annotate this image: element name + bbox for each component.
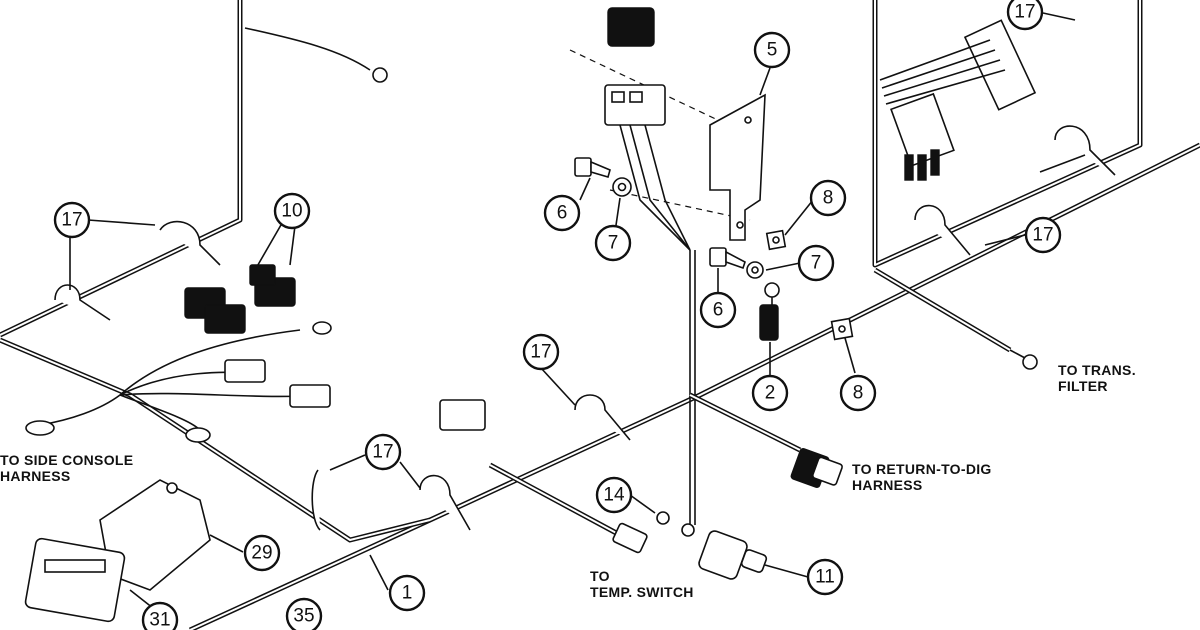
callout-31: 31 xyxy=(141,601,179,630)
side-console-connectors xyxy=(25,264,332,443)
label-trans-filter-line2: FILTER xyxy=(1058,378,1108,394)
callout-7b: 7 xyxy=(797,244,835,282)
callout-17e: 17 xyxy=(1006,0,1044,31)
svg-text:17: 17 xyxy=(1032,225,1053,246)
nut-7b xyxy=(746,261,764,279)
svg-text:31: 31 xyxy=(149,610,170,630)
relay-socket xyxy=(604,84,691,251)
callout-17d: 17 xyxy=(1024,216,1062,254)
label-side-console: TO SIDE CONSOLE HARNESS xyxy=(0,452,133,484)
switch-31 xyxy=(24,537,126,623)
svg-text:10: 10 xyxy=(281,201,302,222)
svg-text:6: 6 xyxy=(557,203,568,224)
bolt-6b xyxy=(709,247,746,270)
temp-switch-connector xyxy=(439,399,648,554)
label-side-console-line1: TO SIDE CONSOLE xyxy=(0,452,134,468)
svg-text:14: 14 xyxy=(603,485,625,506)
callout-17a: 17 xyxy=(53,201,91,239)
ring-terminal-14 xyxy=(656,511,695,537)
connector-block-right xyxy=(879,19,1037,181)
callout-10: 10 xyxy=(273,192,311,230)
label-trans-filter: TO TRANS. FILTER xyxy=(1058,362,1136,394)
label-return-to-dig: TO RETURN-TO-DIG HARNESS xyxy=(852,461,992,493)
label-temp-switch: TO TEMP. SWITCH xyxy=(590,568,694,600)
callout-6a: 6 xyxy=(543,194,581,232)
return-to-dig-connector xyxy=(790,447,843,489)
square-washer-8b xyxy=(830,317,854,341)
label-return-to-dig-line1: TO RETURN-TO-DIG xyxy=(852,461,992,477)
callout-6b: 6 xyxy=(699,291,737,329)
callout-1: 1 xyxy=(388,574,426,612)
bolt-6a xyxy=(574,157,611,178)
temp-switch-11 xyxy=(698,530,768,580)
label-side-console-line2: HARNESS xyxy=(0,468,71,484)
callout-2: 2 xyxy=(751,374,789,412)
svg-text:17: 17 xyxy=(1014,2,1035,23)
label-temp-switch-line2: TEMP. SWITCH xyxy=(590,584,694,600)
svg-text:29: 29 xyxy=(251,543,272,564)
svg-text:5: 5 xyxy=(767,40,778,61)
label-trans-filter-line1: TO TRANS. xyxy=(1058,362,1136,378)
relay-dark xyxy=(607,7,655,47)
ring-terminal-trans xyxy=(1009,349,1038,370)
callout-14: 14 xyxy=(595,476,633,514)
svg-text:17: 17 xyxy=(372,442,393,463)
callout-11: 11 xyxy=(806,558,844,596)
callout-29: 29 xyxy=(243,534,281,572)
label-return-to-dig-line2: HARNESS xyxy=(852,477,923,493)
svg-text:2: 2 xyxy=(765,383,776,404)
callout-8b: 8 xyxy=(839,374,877,412)
callout-5: 5 xyxy=(753,31,791,69)
svg-text:35: 35 xyxy=(293,606,314,627)
svg-text:7: 7 xyxy=(608,233,619,254)
svg-text:7: 7 xyxy=(811,253,822,274)
leader-lines xyxy=(69,12,1086,613)
svg-text:8: 8 xyxy=(823,188,834,209)
svg-text:17: 17 xyxy=(61,210,82,231)
label-temp-switch-line1: TO xyxy=(590,568,610,584)
callout-17b: 17 xyxy=(522,333,560,371)
callout-35: 35 xyxy=(285,597,323,630)
nut-7a xyxy=(612,177,632,197)
svg-text:1: 1 xyxy=(402,583,413,604)
square-washer-8a xyxy=(765,229,787,251)
callout-7a: 7 xyxy=(594,224,632,262)
svg-text:11: 11 xyxy=(815,567,835,588)
mounting-bracket xyxy=(709,93,766,241)
clamp-2 xyxy=(759,282,780,341)
svg-text:8: 8 xyxy=(853,383,864,404)
svg-text:6: 6 xyxy=(713,300,724,321)
callout-8a: 8 xyxy=(809,179,847,217)
svg-text:17: 17 xyxy=(530,342,551,363)
callout-17c: 17 xyxy=(364,433,402,471)
ring-terminal-top-left xyxy=(372,67,388,83)
